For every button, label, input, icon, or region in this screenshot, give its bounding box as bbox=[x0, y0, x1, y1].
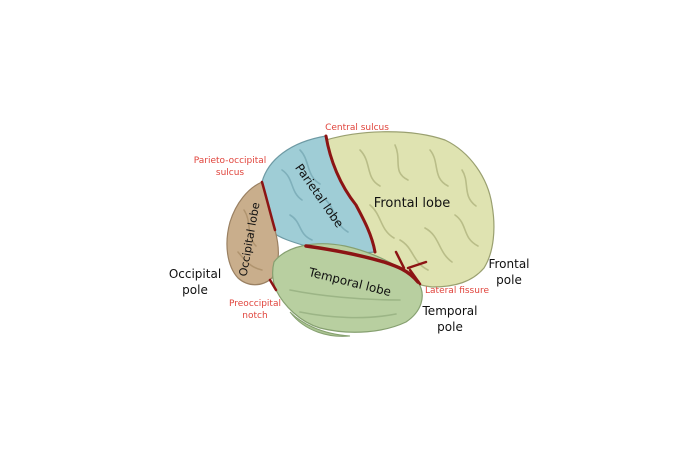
occipital-gyri bbox=[237, 209, 263, 271]
temporal-pole-label-line2: pole bbox=[437, 320, 463, 334]
occipital-pole-label-line1: Occipital bbox=[169, 267, 221, 281]
preoccipital-notch-label-line2: notch bbox=[242, 311, 267, 321]
frontal-gyri bbox=[359, 144, 479, 271]
parieto-occipital-label-line2: sulcus bbox=[216, 168, 245, 178]
preoccipital-notch-mark bbox=[268, 278, 278, 292]
parieto-occipital-label-line1: Parieto-occipital bbox=[194, 156, 267, 166]
frontal-lobe-label: Frontal lobe bbox=[374, 196, 450, 211]
lateral-fissure-label: Lateral fissure bbox=[425, 286, 489, 296]
frontal-pole-label-line1: Frontal bbox=[488, 257, 529, 271]
temporal-gyri bbox=[289, 289, 401, 319]
parietal-gyri bbox=[281, 149, 349, 241]
lateral-fissure-rami bbox=[394, 250, 428, 286]
parieto-occipital-sulcus-line bbox=[260, 180, 277, 232]
frontal-pole-label-line2: pole bbox=[496, 273, 522, 287]
temporal-pole-label-line1: Temporal bbox=[422, 304, 478, 318]
central-sulcus-label: Central sulcus bbox=[325, 123, 389, 133]
occipital-pole-label-line2: pole bbox=[182, 283, 208, 297]
lateral-fissure-line bbox=[304, 244, 420, 284]
central-sulcus-line bbox=[324, 134, 377, 254]
preoccipital-notch-label-line1: Preoccipital bbox=[229, 299, 281, 309]
cerebellum-hint bbox=[289, 311, 351, 337]
